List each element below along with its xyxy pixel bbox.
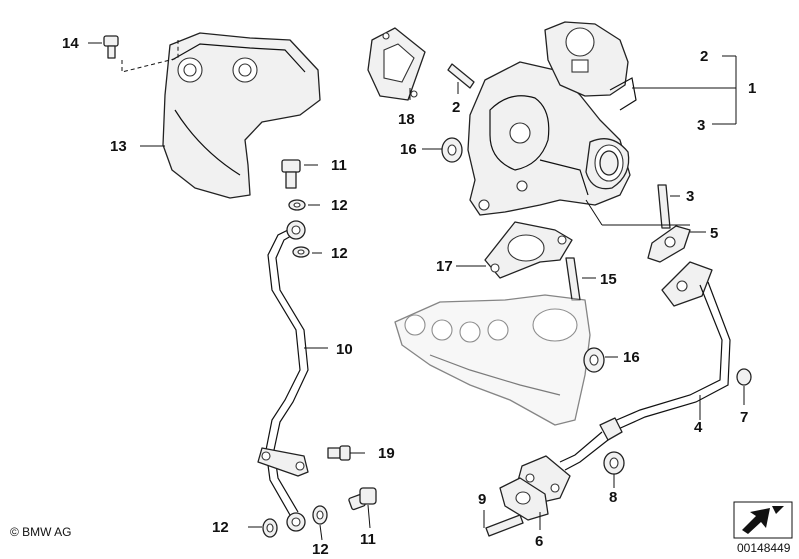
callout-14: 14 [62,35,79,52]
oil-line-10 [257,220,309,532]
callout-5: 5 [710,225,718,242]
callout-11-upper: 11 [331,157,347,174]
direction-arrow-icon [733,501,793,539]
callout-16-lower: 16 [623,349,640,366]
callout-3-upper: 3 [697,117,705,134]
callout-16-upper: 16 [400,141,417,158]
callout-12-upper: 12 [331,197,348,214]
copyright-text: © BMW AG [10,525,72,539]
callout-1: 1 [748,80,756,97]
heat-shield-part [162,32,321,199]
nut-part-7 [736,368,752,386]
bolt-part-14 [103,35,179,73]
callout-8: 8 [609,489,617,506]
stud-part-2 [447,63,475,89]
nut-part-16-lower [583,347,605,373]
banjo-bolt-upper [281,159,310,258]
callout-12-lower: 12 [312,541,329,558]
gasket-part-18 [367,27,426,101]
exhaust-manifold [394,294,591,426]
callout-11-lower: 11 [360,531,376,548]
leader-lines [88,42,745,541]
callout-6: 6 [535,533,543,550]
stud-part-15 [565,257,581,301]
callout-9: 9 [478,491,486,508]
diagram-number: 00148449 [737,541,791,555]
turbocharger-part-1 [467,21,637,216]
callout-labels: 14 13 11 12 12 10 19 12 12 11 18 2 16 17… [62,35,756,558]
banjo-bolt-lower [262,487,377,538]
callout-3-right: 3 [686,188,694,205]
callout-19: 19 [378,445,395,462]
callout-10: 10 [336,341,353,358]
callout-2-upper: 2 [700,48,708,65]
nut-part-16-upper [441,137,463,163]
gasket-part-6 [499,477,549,521]
callout-12-lower-left: 12 [212,519,229,536]
stud-part-9 [485,514,524,537]
gasket-part-17 [484,221,573,279]
gasket-part-5 [647,225,691,263]
stud-part-3 [657,184,671,229]
callout-17: 17 [436,258,453,275]
callout-4: 4 [694,419,703,436]
callout-12-mid: 12 [331,245,348,262]
callout-7: 7 [740,409,748,426]
callout-18: 18 [398,111,415,128]
callout-2-lower: 2 [452,99,460,116]
bolt-part-19 [327,445,351,461]
nut-part-8 [603,451,625,475]
callout-15: 15 [600,271,617,288]
callout-13: 13 [110,138,127,155]
